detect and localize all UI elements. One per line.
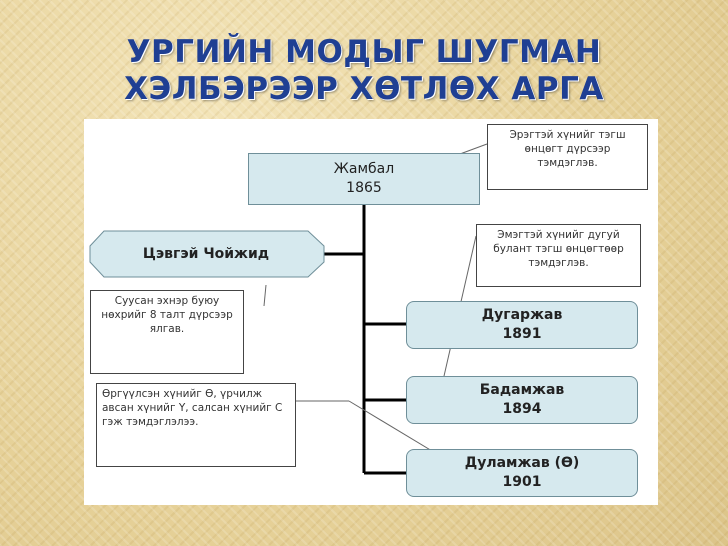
slide-title-line-1: УРГИЙН МОДЫГ ШУГМАН <box>126 34 602 70</box>
spouse-name: Цэвгэй Чойжид <box>142 246 270 262</box>
child-2-name: Бадамжав <box>479 382 565 398</box>
family-tree-diagram: Жамбал 1865 Цэвгэй Чойжид Дугаржав 1891 … <box>84 119 658 505</box>
root-person-node: Жамбал 1865 <box>248 153 480 205</box>
child-node-2: Бадамжав 1894 <box>406 376 638 424</box>
spouse-octagon <box>89 230 325 278</box>
legend-note-spouse: Суусан эхнэр буюу нөхрийг 8 талт дүрсээр… <box>90 290 244 374</box>
legend-note-male: Эрэгтэй хүнийг тэгш өнцөгт дүрсээр тэмдэ… <box>487 124 648 190</box>
slide-title-line-2: ХЭЛБЭРЭЭР ХӨТЛӨХ АРГА <box>124 71 604 107</box>
root-year: 1865 <box>346 180 382 196</box>
root-name: Жамбал <box>333 161 395 177</box>
child-3-year: 1901 <box>502 474 542 490</box>
child-1-year: 1891 <box>502 326 542 342</box>
callout-line-note-3 <box>263 284 267 307</box>
legend-note-symbols: Өргүүлсэн хүнийг Ө, үрчилж авсан хүнийг … <box>96 383 296 467</box>
legend-note-female: Эмэгтэй хүнийг дугуй булант тэгш өнцөгтө… <box>476 224 641 287</box>
child-3-name: Дуламжав (Ө) <box>464 455 580 471</box>
spouse-node: Цэвгэй Чойжид <box>90 231 322 277</box>
child-node-1: Дугаржав 1891 <box>406 301 638 349</box>
child-node-3: Дуламжав (Ө) 1901 <box>406 449 638 497</box>
child-1-name: Дугаржав <box>481 307 563 323</box>
child-2-year: 1894 <box>502 401 542 417</box>
